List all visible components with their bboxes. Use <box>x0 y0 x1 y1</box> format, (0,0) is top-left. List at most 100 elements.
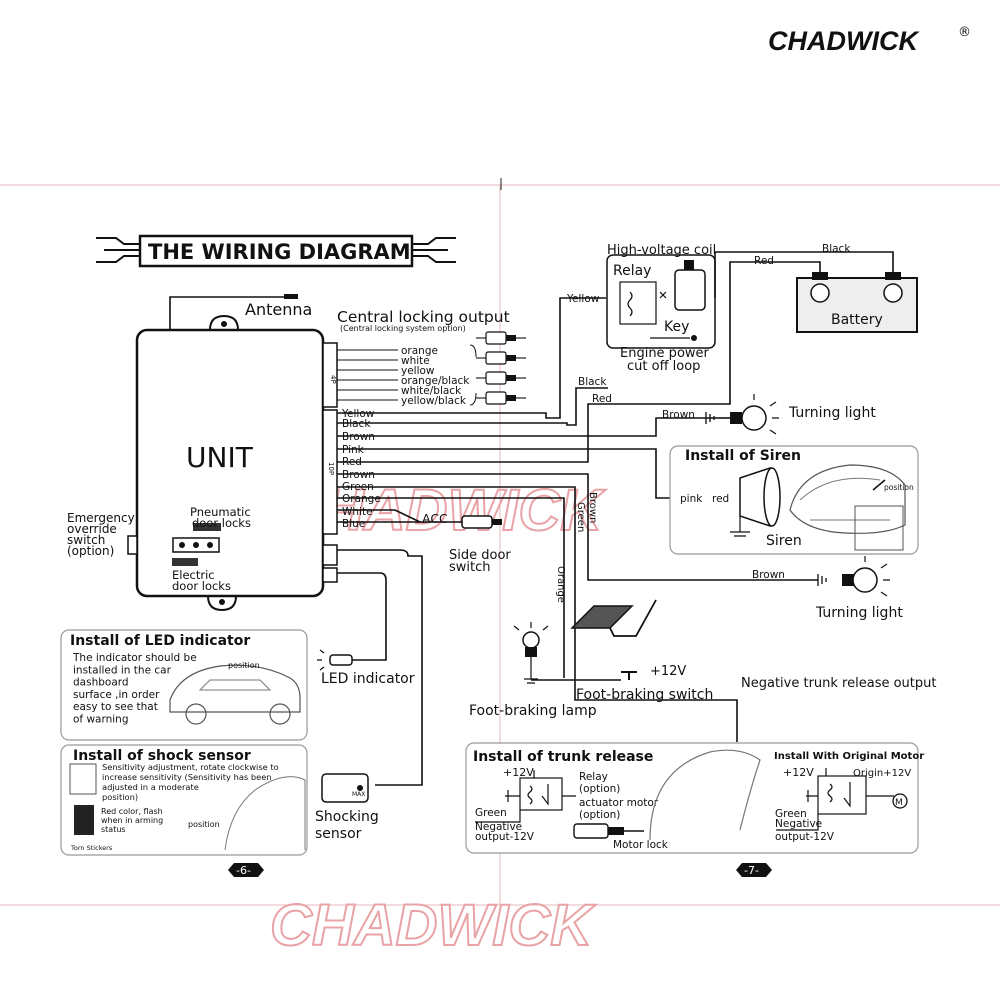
orig-motor-title: Install With Original Motor <box>774 751 924 762</box>
lock-actuators <box>476 331 526 405</box>
alarm-unit: UNIT Pneumatic door locks Electric door … <box>127 314 325 612</box>
trunk-relay-circuit <box>475 770 576 823</box>
shocking-label-2: sensor <box>315 826 362 842</box>
siren-position-label: position <box>884 483 914 492</box>
shock-box-line: increase sensitivity (Sensitivity has be… <box>102 772 272 782</box>
wire-brown-turn <box>337 417 718 437</box>
wire-green-trunk <box>337 486 738 742</box>
wire-led <box>337 572 387 661</box>
emergency-switch[interactable] <box>127 535 138 555</box>
trunk-actuator-label-2: (option) <box>579 809 620 821</box>
door-switch-body <box>461 515 493 529</box>
trunk-actuator-label-1: actuator motor <box>579 797 659 809</box>
led-indicator-label: LED indicator <box>321 671 415 687</box>
pneumatic-jumper <box>193 523 221 531</box>
shock-box-line: adjusted in a moderate <box>102 782 199 792</box>
central-lock-wire-label: orange/black <box>401 375 470 387</box>
central-locking-subtitle: (Central locking system option) <box>340 324 466 333</box>
brown-label-2: Brown <box>752 569 785 581</box>
orig-green-label: Green <box>775 808 807 820</box>
lock-actuator <box>485 331 507 345</box>
battery-red-label: Red <box>754 255 774 267</box>
wire-black-battery <box>714 251 894 298</box>
battery-black-label: Black <box>822 243 851 255</box>
emergency-label-4: (option) <box>67 544 114 558</box>
relay-label: Relay <box>613 263 651 279</box>
shock-max-label: MAX <box>352 791 365 798</box>
door-switch-plunger <box>492 519 502 525</box>
wire-brown-turn-2 <box>337 473 818 581</box>
led-box-line: surface ,in order <box>73 689 160 701</box>
brown-label-1: Brown <box>662 409 695 421</box>
shock-position-label: position <box>188 820 220 829</box>
trunk-box-title: Install of trunk release <box>473 749 653 765</box>
acc-label: ACC <box>422 511 448 526</box>
turning-light-label-1: Turning light <box>788 405 876 421</box>
turning-light-1 <box>705 394 779 435</box>
neg-trunk-label: Negative trunk release output <box>741 676 936 691</box>
turning-light-label-2: Turning light <box>815 605 903 621</box>
main-wire-label: Pink <box>342 444 365 456</box>
shock-box-red-line: when in arming <box>101 816 163 825</box>
wire-white-acc <box>337 509 421 523</box>
car-interior-sketch <box>224 776 306 851</box>
antenna-wire <box>169 296 290 330</box>
torn-sticker <box>74 805 94 835</box>
lock-actuator <box>485 351 507 365</box>
siren-box-title: Install of Siren <box>685 448 801 464</box>
shock-box-red-line: status <box>101 825 126 834</box>
trunk-output-label: output-12V <box>475 831 535 843</box>
shock-sensor-device: MAX <box>321 773 369 803</box>
led-box-line: installed in the car <box>73 664 172 676</box>
lock-actuator <box>485 391 507 405</box>
black-label: Black <box>578 376 607 388</box>
torn-label: Torn Stickers <box>70 844 113 852</box>
pneumatic-label-1: Pneumatic <box>190 505 251 519</box>
side-door-label-2: switch <box>449 560 491 575</box>
title-banner: THE WIRING DIAGRAM <box>96 234 456 268</box>
trunk-relay-label-2: (option) <box>579 783 620 795</box>
orig-motor-circuit: M <box>776 768 908 831</box>
led-box-line: The indicator should be <box>72 652 197 664</box>
wire-shock-sensor <box>337 549 423 786</box>
shock-install-box <box>60 744 308 856</box>
orig-output-label: output-12V <box>775 831 835 843</box>
side-door-label-1: Side door <box>449 548 511 563</box>
relay-box-title: High-voltage coil <box>607 243 716 258</box>
yellow-label: Yellow <box>566 293 600 305</box>
antenna-label: Antenna <box>245 300 312 319</box>
ignition-coil <box>674 269 706 311</box>
main-wire-label: Blue <box>342 518 365 530</box>
led-box-line: of warning <box>73 714 129 726</box>
wire-yellow-relay <box>337 297 606 419</box>
main-wire-label: Brown <box>342 469 375 481</box>
pink-label: pink <box>680 493 703 505</box>
page-number-right: -7- <box>736 863 772 877</box>
shock-box-red-line: Red color, flash <box>101 807 163 816</box>
watermark-bottom: CHADWICK <box>270 893 596 958</box>
led-position-label: position <box>228 661 260 670</box>
battery: Battery <box>714 251 918 333</box>
antenna-tip <box>284 294 298 299</box>
connectors: 4P 10P <box>322 342 338 583</box>
page-right: -7- <box>744 864 759 877</box>
key-label: Key <box>664 319 689 335</box>
central-locking-title: Central locking output <box>337 308 510 326</box>
shock-box-title: Install of shock sensor <box>73 748 251 764</box>
orange-vertical-label: Orange <box>555 566 566 603</box>
trunk-motor-lock <box>573 823 644 839</box>
relay-coil <box>619 281 657 325</box>
brand-logo: CHADWICK <box>768 26 920 56</box>
emergency-label-1: Emergency <box>67 511 135 525</box>
relay-caption-1: Engine power <box>620 346 710 361</box>
shock-box-line: Sensitivity adjustment, rotate clockwise… <box>102 762 279 772</box>
relay-caption-2: cut off loop <box>627 359 700 374</box>
brown-vertical-label: Brown <box>587 492 598 523</box>
pneumatic-label-2: door locks <box>192 516 251 530</box>
motor-m-label: M <box>895 798 903 808</box>
wire-red-battery <box>337 261 821 463</box>
shocking-label-1: Shocking <box>315 809 379 825</box>
